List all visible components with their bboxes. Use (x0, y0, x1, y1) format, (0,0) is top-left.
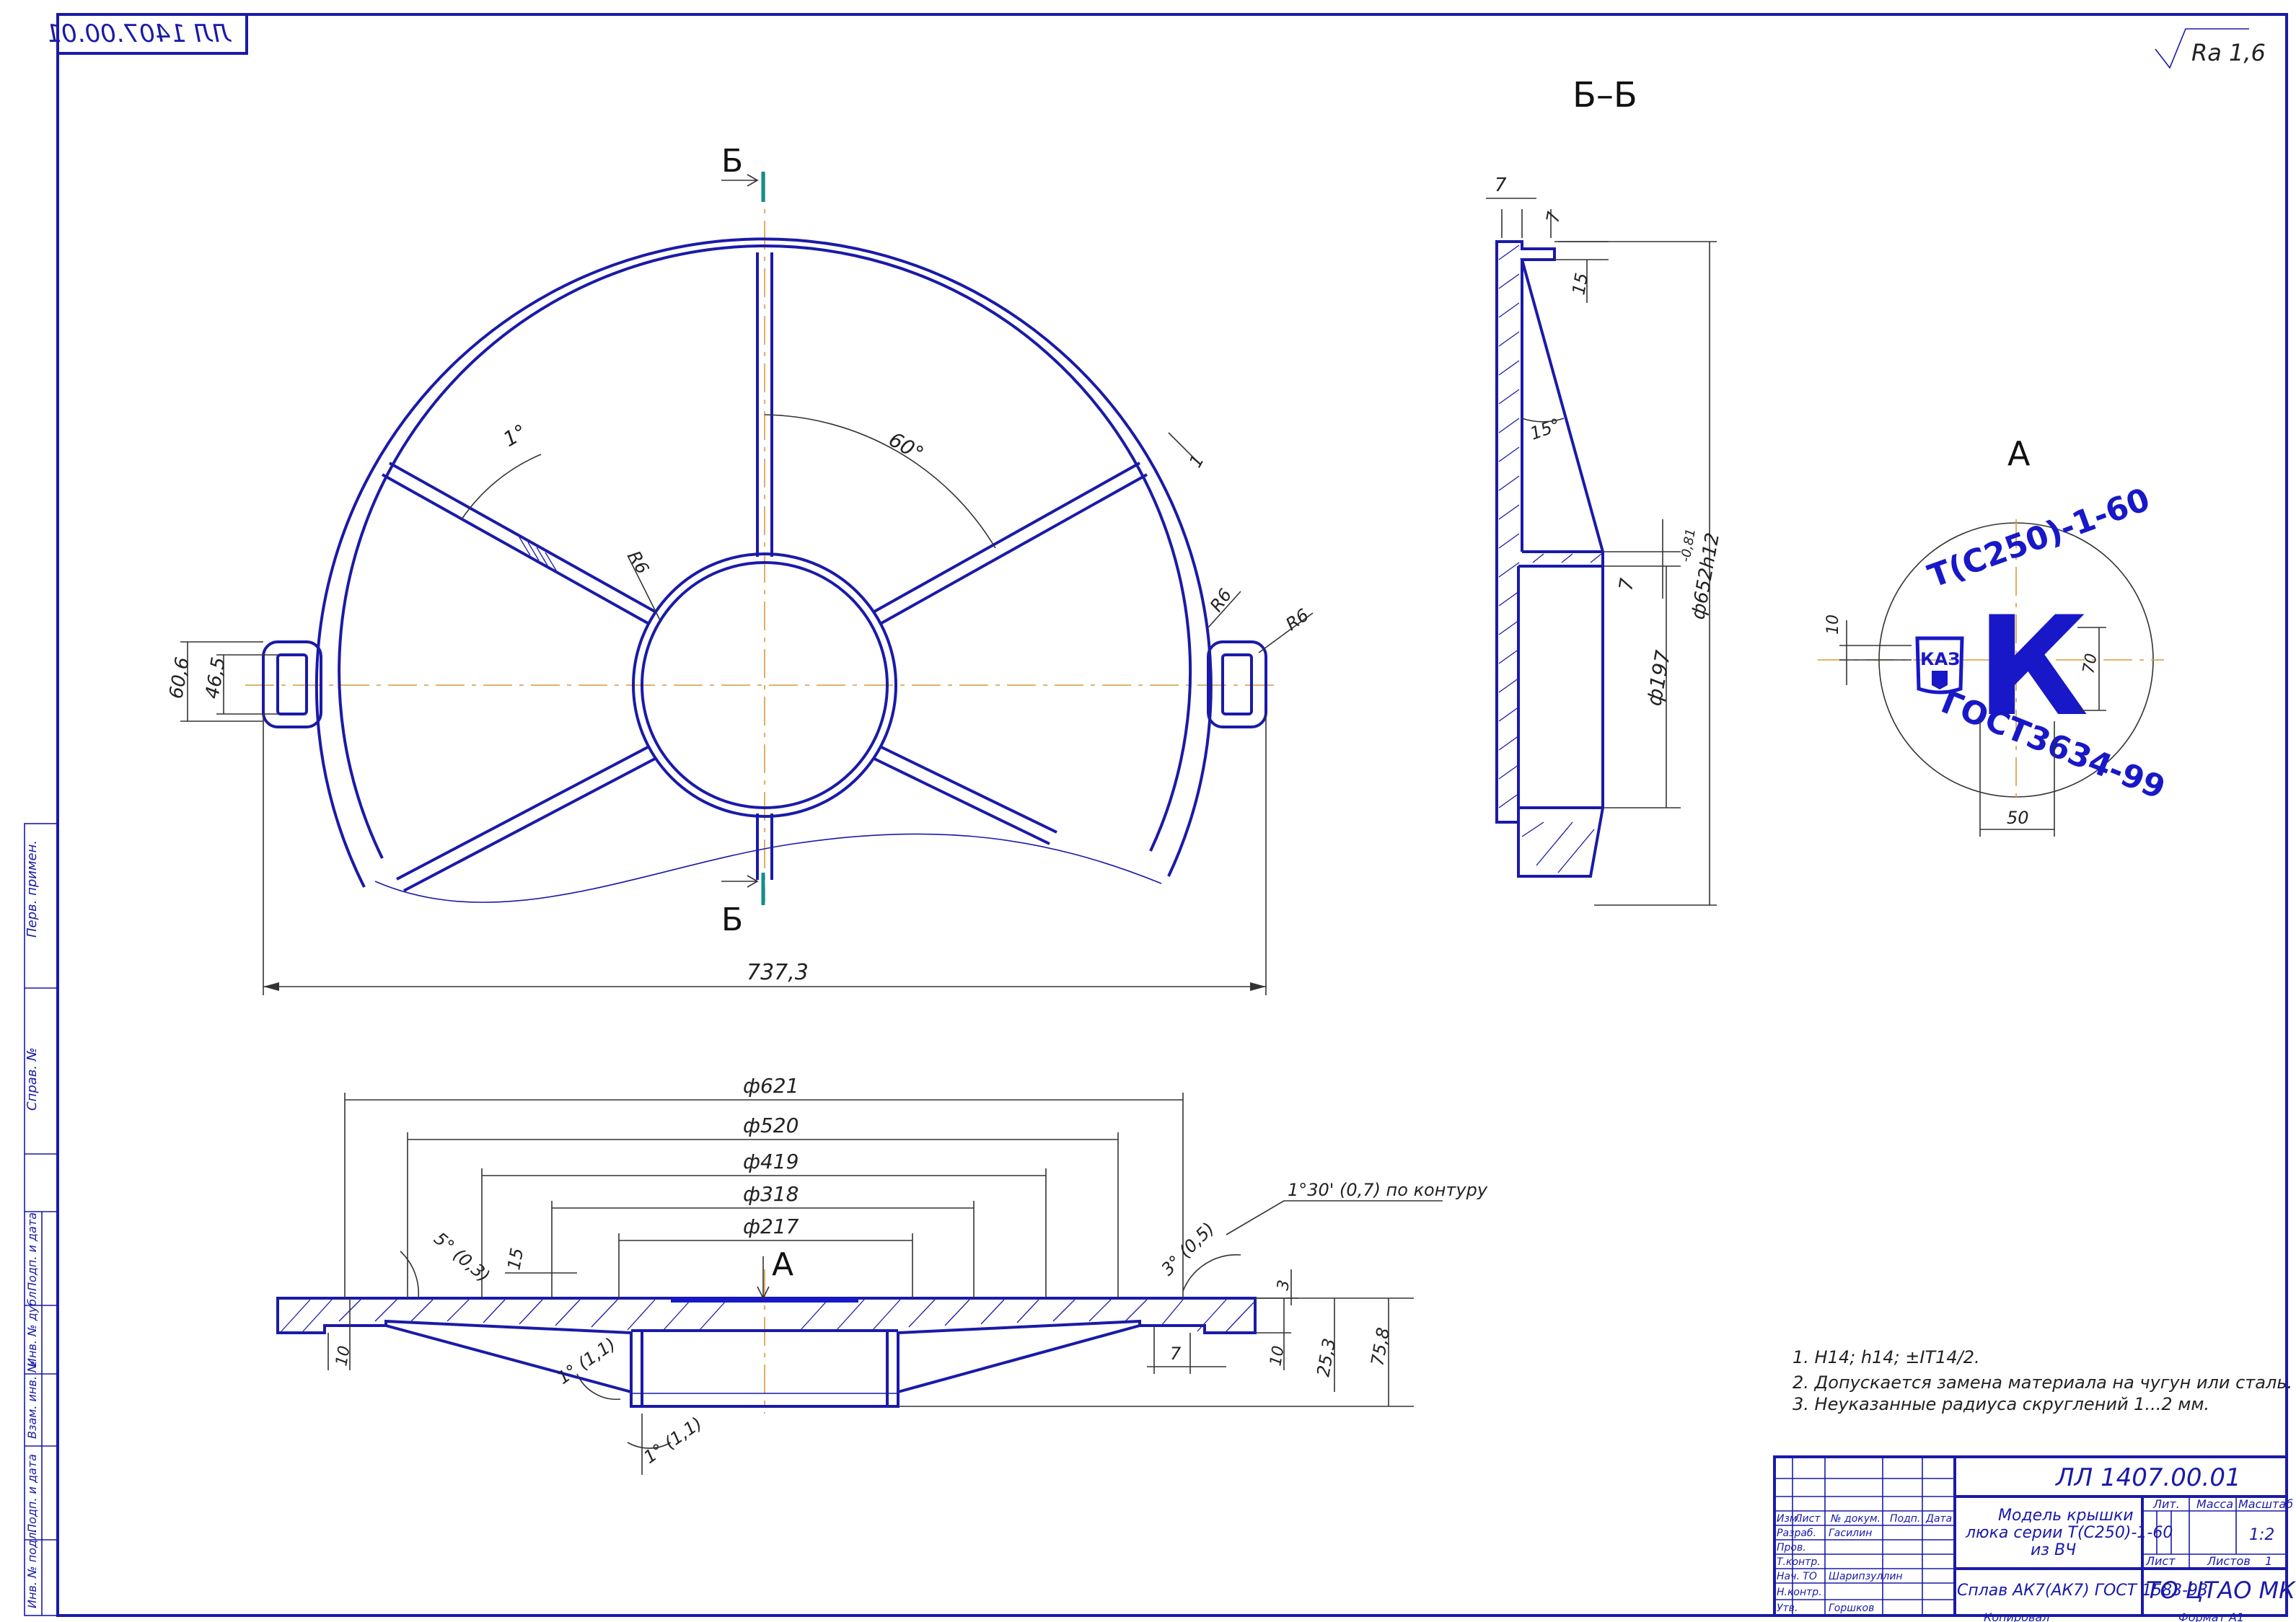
svg-text:2. Допускается замена материал: 2. Допускается замена материала на чугун… (1793, 1372, 2292, 1393)
dim-d318: ф318 (743, 1182, 799, 1206)
svg-text:Нач. ТО: Нач. ТО (1777, 1571, 1817, 1582)
svg-text:Пров.: Пров. (1777, 1542, 1806, 1553)
dim-h10-left: 10 (333, 1344, 353, 1367)
roughness-symbol (2155, 28, 2249, 69)
svg-text:Инв. № дубл.: Инв. № дубл. (25, 1288, 39, 1367)
svg-text:Формат: Формат (2178, 1610, 2226, 1622)
title-material: Сплав АК7(АК7) ГОСТ 1583-93 (1957, 1582, 2208, 1600)
technical-notes: 1. H14; h14; ±IT14/2. 2. Допускается зам… (1793, 1347, 2292, 1414)
dim-r-hub: R6 (624, 547, 653, 578)
svg-text:Лит.: Лит. (2152, 1497, 2180, 1511)
stamp-dim-h10: 10 (1824, 614, 1842, 635)
dim-h10-right: 10 (1267, 1344, 1288, 1367)
dim-angle-rib: 1° (499, 420, 531, 451)
svg-text:3. Неуказанные радиуса скругле: 3. Неуказанные радиуса скруглений 1...2 … (1793, 1394, 2209, 1414)
title-block: Изм. Лист № докум. Подп. Дата Разраб. Га… (1773, 1455, 2296, 1622)
dim-r-lug-a: R6 (1206, 585, 1236, 615)
dim-section-top-c: 15 (1568, 271, 1592, 296)
dim-section-top-a: 7 (1495, 175, 1507, 196)
dim-h75: 75,8 (1367, 1326, 1394, 1367)
svg-text:Подп. и дата: Подп. и дата (25, 1454, 39, 1533)
title-code: ЛЛ 1407.00.01 (2054, 1463, 2241, 1492)
svg-text:Масса: Масса (2196, 1497, 2233, 1511)
view-arrow-label: А (772, 1246, 793, 1283)
svg-text:1:2: 1:2 (2249, 1526, 2274, 1544)
svg-text:Лист: Лист (1794, 1513, 1821, 1525)
svg-text:Изм.: Изм. (1777, 1513, 1800, 1525)
view-a-stamp: А КАЗ К Т(С250)-1-60 ГОСТ3634-99 10 70 5… (1818, 434, 2170, 837)
svg-text:Подп. и дата: Подп. и дата (25, 1212, 39, 1291)
dim-section-d-hub: ф197 (1642, 648, 1675, 708)
dim-note-contour: 1°30' (0,7) по контуру (1288, 1180, 1488, 1200)
drawing-frame (56, 13, 2288, 1617)
dim-h-outer: 60,6 (165, 656, 194, 700)
svg-text:Листов: Листов (2207, 1554, 2251, 1568)
dim-h-inner: 46,5 (201, 656, 230, 700)
dim-r-lug-b: R6 (1282, 605, 1312, 635)
svg-text:Взам. инв. №: Взам. инв. № (25, 1360, 39, 1439)
dim-angle-spoke: 60° (885, 427, 928, 465)
svg-text:Утв.: Утв. (1777, 1603, 1798, 1614)
mirrored-code: ЛЛ 1407.00.01 (45, 19, 232, 48)
dim-w15: 15 (503, 1246, 527, 1271)
svg-text:люка серии Т(С250)-1-60: люка серии Т(С250)-1-60 (1965, 1524, 2173, 1542)
stamp-text-top: Т(С250)-1-60 (1923, 481, 2155, 595)
svg-text:Модель крышки: Модель крышки (1998, 1507, 2134, 1525)
dim-h25: 25,3 (1313, 1337, 1340, 1378)
svg-text:Подп.: Подп. (1890, 1513, 1920, 1525)
roughness-text: Ra 1,6 (2191, 39, 2266, 66)
dim-section-hub-w: 7 (1615, 576, 1638, 592)
cut-label-bottom: Б (721, 902, 743, 938)
svg-text:Н.контр.: Н.контр. (1777, 1587, 1822, 1598)
svg-text:из ВЧ: из ВЧ (2031, 1541, 2076, 1559)
dim-section-d-outer-tol: -0,81 (1678, 527, 1699, 563)
side-stamp: Перв. примен. Справ. № Подп. и дата Инв.… (24, 823, 58, 1616)
svg-text:Горшков: Горшков (1829, 1603, 1874, 1614)
profile-view: А ф621 ф520 ф419 ф318 ф217 1°30' (0,7) п… (276, 1074, 1488, 1475)
svg-text:Гасилин: Гасилин (1829, 1528, 1872, 1539)
dim-h3: 3 (1274, 1279, 1293, 1292)
svg-text:Дата: Дата (1925, 1513, 1952, 1525)
svg-text:1. H14; h14; ±IT14/2.: 1. H14; h14; ±IT14/2. (1793, 1347, 1980, 1367)
dim-d217: ф217 (743, 1215, 799, 1238)
dim-rib-thick: 1 (1185, 451, 1208, 471)
dim-width: 737,3 (747, 960, 809, 985)
title-org: ТО ЦТАО МК-2 (2146, 1577, 2296, 1604)
svg-text:№ докум.: № докум. (1830, 1513, 1881, 1525)
svg-text:Справ. №: Справ. № (25, 1047, 40, 1111)
dim-section-angle: 15° (1527, 415, 1563, 444)
stamp-logo: КАЗ (1920, 649, 1960, 669)
svg-text:1: 1 (2265, 1554, 2272, 1568)
svg-text:Шарипзуллин: Шарипзуллин (1829, 1571, 1903, 1582)
svg-text:Копировал: Копировал (1984, 1610, 2049, 1622)
stamp-dim-w50: 50 (2007, 808, 2029, 828)
mirrored-code-box (56, 13, 248, 55)
dim-ang-left: 5° (0,3) (430, 1228, 493, 1286)
dim-ang-bottom: 1° (1,1) (640, 1413, 705, 1468)
plan-view: Б Б 1° 60° 1 R6 R6 R6 60,6 46,5 737,3 (165, 143, 1314, 995)
svg-text:Масштаб: Масштаб (2238, 1497, 2293, 1511)
dim-d419: ф419 (743, 1150, 799, 1173)
section-view: Б–Б 7 (1486, 75, 1724, 906)
dim-ang-right: 3° (0,5) (1157, 1219, 1218, 1280)
svg-text:Инв. № подл.: Инв. № подл. (25, 1529, 39, 1608)
dim-d520: ф520 (743, 1114, 799, 1137)
cut-label-top: Б (721, 143, 743, 180)
dim-d621: ф621 (743, 1074, 799, 1098)
dim-w7: 7 (1170, 1344, 1182, 1364)
stamp-letter: К (1976, 587, 2088, 746)
dim-section-top-b: 7 (1542, 209, 1564, 224)
svg-text:Перв. примен.: Перв. примен. (25, 840, 40, 938)
svg-text:Разраб.: Разраб. (1777, 1528, 1816, 1539)
view-label: А (2007, 434, 2031, 473)
svg-text:Лист: Лист (2145, 1554, 2176, 1568)
svg-text:Т.контр.: Т.контр. (1777, 1556, 1821, 1568)
stamp-dim-h70: 70 (2080, 652, 2101, 675)
section-label: Б–Б (1573, 75, 1637, 115)
svg-text:А1: А1 (2228, 1610, 2244, 1622)
